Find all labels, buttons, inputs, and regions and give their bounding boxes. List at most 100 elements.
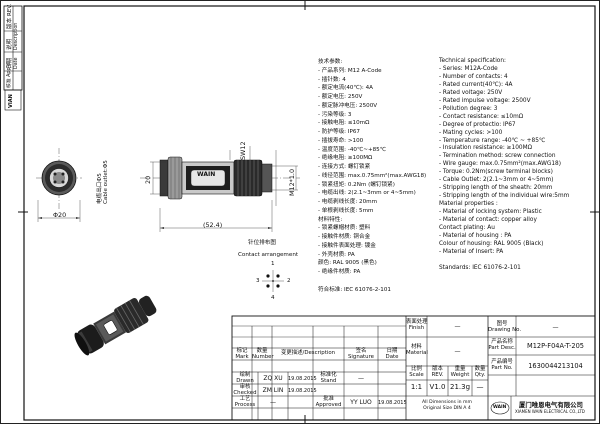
side-view: [140, 146, 300, 232]
spec-en-line: - Wire gauge: max.0.75mm²(max.AWG18): [439, 161, 562, 168]
spec-en-line: - Contact resistance: ≤10mΩ: [439, 113, 524, 120]
spec-en-line: - Material of contact: copper alloy: [439, 217, 537, 224]
rev-date-en: Date: [14, 57, 19, 69]
company-logo: WAIN: [493, 405, 507, 410]
spec-cn-line: - 接触件表面处理: 镀金: [318, 242, 376, 249]
contact-arrangement-diagram: [262, 270, 284, 292]
pin-3-label: 3: [256, 278, 260, 284]
spec-en-line: Material properties :: [439, 201, 498, 208]
spec-en-line: - Temperature range: -40℃ ~ +85℃: [439, 137, 546, 144]
spec-en-line: - Rated voltage: 250V: [439, 89, 503, 96]
spec-cn-line: - 产品系列: M12 A-Code: [318, 67, 382, 74]
drawing-no-value: —: [552, 324, 559, 331]
rev-logo: VIAN: [8, 94, 14, 108]
spec-cn-line: - 接触件材质: 铜合金: [318, 234, 371, 240]
connector-render: [74, 295, 157, 356]
spec-en-line: Colour of housing: RAL 9005 (Black): [439, 240, 544, 247]
row-checked-name: ZM LIN: [262, 387, 284, 394]
spec-en-line: Contact plating: Au: [439, 225, 495, 232]
spec-cn-line: - 锁紧扭矩: 0.2Nm (螺钉锁紧): [318, 181, 395, 188]
company-name-en: XIAMEN WAIN ELECTRICAL CO.,LTD: [515, 409, 585, 414]
spec-en-line: - Termination method: screw connection: [439, 153, 556, 160]
qty-value: —: [476, 383, 484, 391]
spec-cn-line: - 温度范围: -40℃~+85℃: [318, 146, 387, 153]
row-drawn-date: 19.08.2015: [288, 376, 317, 382]
spec-cn-line: 颜色: RAL 9005 (黑色): [318, 260, 377, 267]
spec-en-line: Technical specification:: [439, 58, 506, 64]
spec-cn-line: - 电缆剥线长度: 20mm: [318, 199, 378, 205]
spec-cn-list: 技术参数:- 产品系列: M12 A-Code- 插针数: 4- 额定电流(40…: [318, 58, 438, 294]
spec-cn-line: [318, 277, 438, 286]
pin-2-label: 2: [287, 278, 291, 284]
row-approved-date: 19.08.2015: [378, 400, 407, 406]
spec-en-line: - Series: M12A-Code: [439, 65, 498, 72]
spec-en-line: - Insulation resistance: ≥100MΩ: [439, 145, 532, 152]
contact-arrangement-en: Contact arrangement: [238, 252, 299, 258]
spec-cn-line: - 单根剥线长度: 5mm: [318, 207, 374, 214]
rev-desc-label: 说明: [7, 38, 13, 50]
spec-cn-line: - 锁紧螺帽材质: 塑料: [318, 225, 371, 232]
front-view: [36, 148, 82, 222]
spec-cn-line: - 污染等级: 3: [318, 111, 352, 118]
dim-20: 20: [144, 175, 152, 184]
spec-en-line: [439, 257, 589, 265]
cable-outlet-cn: 电缆出口Ф5: [97, 173, 103, 204]
row-process-name: —: [270, 399, 276, 406]
spec-en-line: - Degree of protectio: IP67: [439, 121, 516, 128]
spec-en-line: - Stripping length of the sheath: 20mm: [439, 185, 553, 192]
spec-en-line: - Material of housing : PA: [439, 232, 512, 239]
pin-1-label: 1: [271, 261, 275, 267]
contact-arrangement-cn: 针位排布图: [248, 240, 276, 246]
row-drawn-std-val: —: [358, 375, 364, 382]
rev-app-label: 核准 App'd: [7, 63, 12, 88]
part-desc-value: M12P-F04A-T-205: [527, 342, 584, 350]
row-drawn-name: ZQ XU: [263, 375, 283, 382]
dim-thread: M12*1.0: [288, 168, 296, 196]
part-no-value: 1630044213104: [528, 362, 583, 370]
spec-cn-line: - 连接方式: 螺钉锁紧: [318, 164, 371, 170]
spec-en-line: - Material of locking system: Plastic: [439, 209, 542, 216]
spec-cn-line: - 绝缘件材质: PA: [318, 269, 361, 275]
title-block-grid: [231, 315, 596, 421]
spec-cn-line: - 线径范围: max.0.75mm²(max.AWG18): [318, 172, 427, 179]
row-checked-date: 19.08.2015: [288, 388, 317, 394]
spec-en-line: - Number of contacts: 4: [439, 73, 508, 80]
spec-cn-line: 技术参数:: [318, 59, 343, 65]
spec-en-line: - Material of Insert: PA: [439, 248, 504, 255]
spec-en-line: - Rated impulse voltage: 2500V: [439, 97, 531, 104]
spec-cn-line: - 插针数: 4: [318, 76, 346, 83]
spec-cn-line: - 绝缘电阻: ≥100MΩ: [318, 155, 373, 162]
rev-label: 版本 REV.: [7, 3, 13, 29]
spec-cn-line: 材料特性:: [318, 216, 343, 223]
finish-value: —: [454, 323, 461, 330]
dim-diameter: Φ20: [53, 211, 67, 219]
spec-cn-line: - 接触电阻: ≤10mΩ: [318, 120, 370, 127]
spec-cn-line: - 额定电压: 250V: [318, 94, 363, 100]
dim-sw: SW12: [239, 141, 247, 160]
spec-cn-line: - 额定脉冲电压: 2500V: [318, 102, 378, 109]
company-name-cn: 厦门唯恩电气有限公司: [519, 401, 583, 409]
pin-4-label: 4: [271, 295, 275, 301]
spec-en-line: - Rated current(40℃): 4A: [439, 81, 513, 88]
spec-en-line: - Cable Outlet: 2(2.1~3mm or 4~5mm): [439, 177, 554, 184]
spec-cn-line: - 防护等级: IP67: [318, 129, 360, 135]
spec-en-line: - Mating cycles: >100: [439, 129, 503, 136]
version-value: V1.0: [429, 383, 446, 391]
spec-cn-line: 符合标准: IEC 61076-2-101: [318, 286, 391, 293]
